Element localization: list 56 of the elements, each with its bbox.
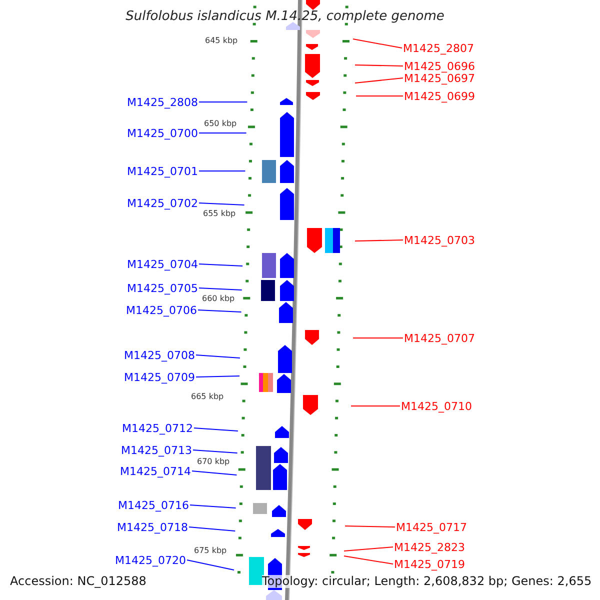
gene-label: M1425_0708 bbox=[124, 348, 195, 362]
leader-line bbox=[354, 64, 404, 66]
gene-label: M1425_0704 bbox=[127, 258, 198, 270]
leader-line bbox=[198, 288, 242, 290]
leader-line bbox=[192, 450, 238, 454]
leader-line bbox=[198, 132, 247, 134]
gene-label: M1425_0719 bbox=[394, 558, 465, 570]
gene-label: M1425_0705 bbox=[127, 282, 198, 294]
scale-label: 675 kbp bbox=[194, 546, 227, 556]
leader-line bbox=[194, 428, 238, 432]
gene-label: M1425_0713 bbox=[121, 444, 192, 456]
leader-line bbox=[196, 376, 240, 378]
gene-label: M1425_0712 bbox=[122, 422, 193, 434]
leader-line bbox=[344, 526, 396, 528]
gene-label: M1425_0720 bbox=[115, 554, 186, 566]
gene-label: M1425_0696 bbox=[404, 60, 475, 72]
leader-line bbox=[188, 526, 236, 532]
leader-line bbox=[198, 310, 242, 312]
leader-line bbox=[344, 556, 394, 564]
leader-line bbox=[352, 38, 402, 48]
title: Sulfolobus islandicus M.14.25, complete genome bbox=[124, 10, 446, 23]
scale-label: 655 kbp bbox=[203, 209, 236, 219]
leader-line bbox=[354, 78, 404, 84]
scale-label: 650 kbp bbox=[204, 119, 237, 129]
gene-label: M1425_0717 bbox=[396, 520, 467, 534]
leader-line bbox=[192, 470, 238, 476]
leader-line bbox=[344, 546, 394, 552]
info-text: Topology: circular; Length: 2,608,832 bp; Genes: 2,655 bbox=[262, 575, 592, 588]
leader-line bbox=[190, 504, 236, 508]
scale-label: 665 kbp bbox=[191, 392, 224, 402]
gene-label: M1425_0709 bbox=[124, 370, 195, 384]
gene-label: M1425_0700 bbox=[127, 126, 198, 140]
info-text: Accession: NC_012588 bbox=[10, 575, 146, 588]
scale-label: 670 kbp bbox=[197, 457, 230, 467]
gene-label: M1425_0707 bbox=[404, 332, 475, 344]
gene-label: M1425_0706 bbox=[126, 304, 197, 316]
leader-line bbox=[186, 560, 235, 570]
leader-line bbox=[198, 202, 245, 206]
gene-label: M1425_2823 bbox=[394, 540, 465, 554]
gene-label: M1425_2807 bbox=[403, 42, 474, 54]
gene-label: M1425_0716 bbox=[118, 498, 189, 512]
leader-line bbox=[198, 264, 244, 266]
gene-label: M1425_0702 bbox=[127, 196, 198, 210]
gene-label: M1425_0703 bbox=[404, 234, 475, 246]
gene-label: M1425_0701 bbox=[127, 164, 198, 178]
gene-label: M1425_0697 bbox=[404, 72, 475, 84]
gene-label: M1425_0699 bbox=[404, 90, 475, 102]
leader-line bbox=[198, 170, 246, 172]
gene-label: M1425_2808 bbox=[127, 96, 198, 108]
leader-line bbox=[354, 240, 404, 242]
gene-label: M1425_0710 bbox=[401, 400, 472, 412]
gene-label: M1425_0714 bbox=[120, 464, 191, 478]
scale-label: 660 kbp bbox=[202, 294, 235, 304]
scale-label: 645 kbp bbox=[205, 36, 238, 46]
leader-line bbox=[196, 354, 240, 358]
gene-label: M1425_0718 bbox=[117, 520, 188, 534]
